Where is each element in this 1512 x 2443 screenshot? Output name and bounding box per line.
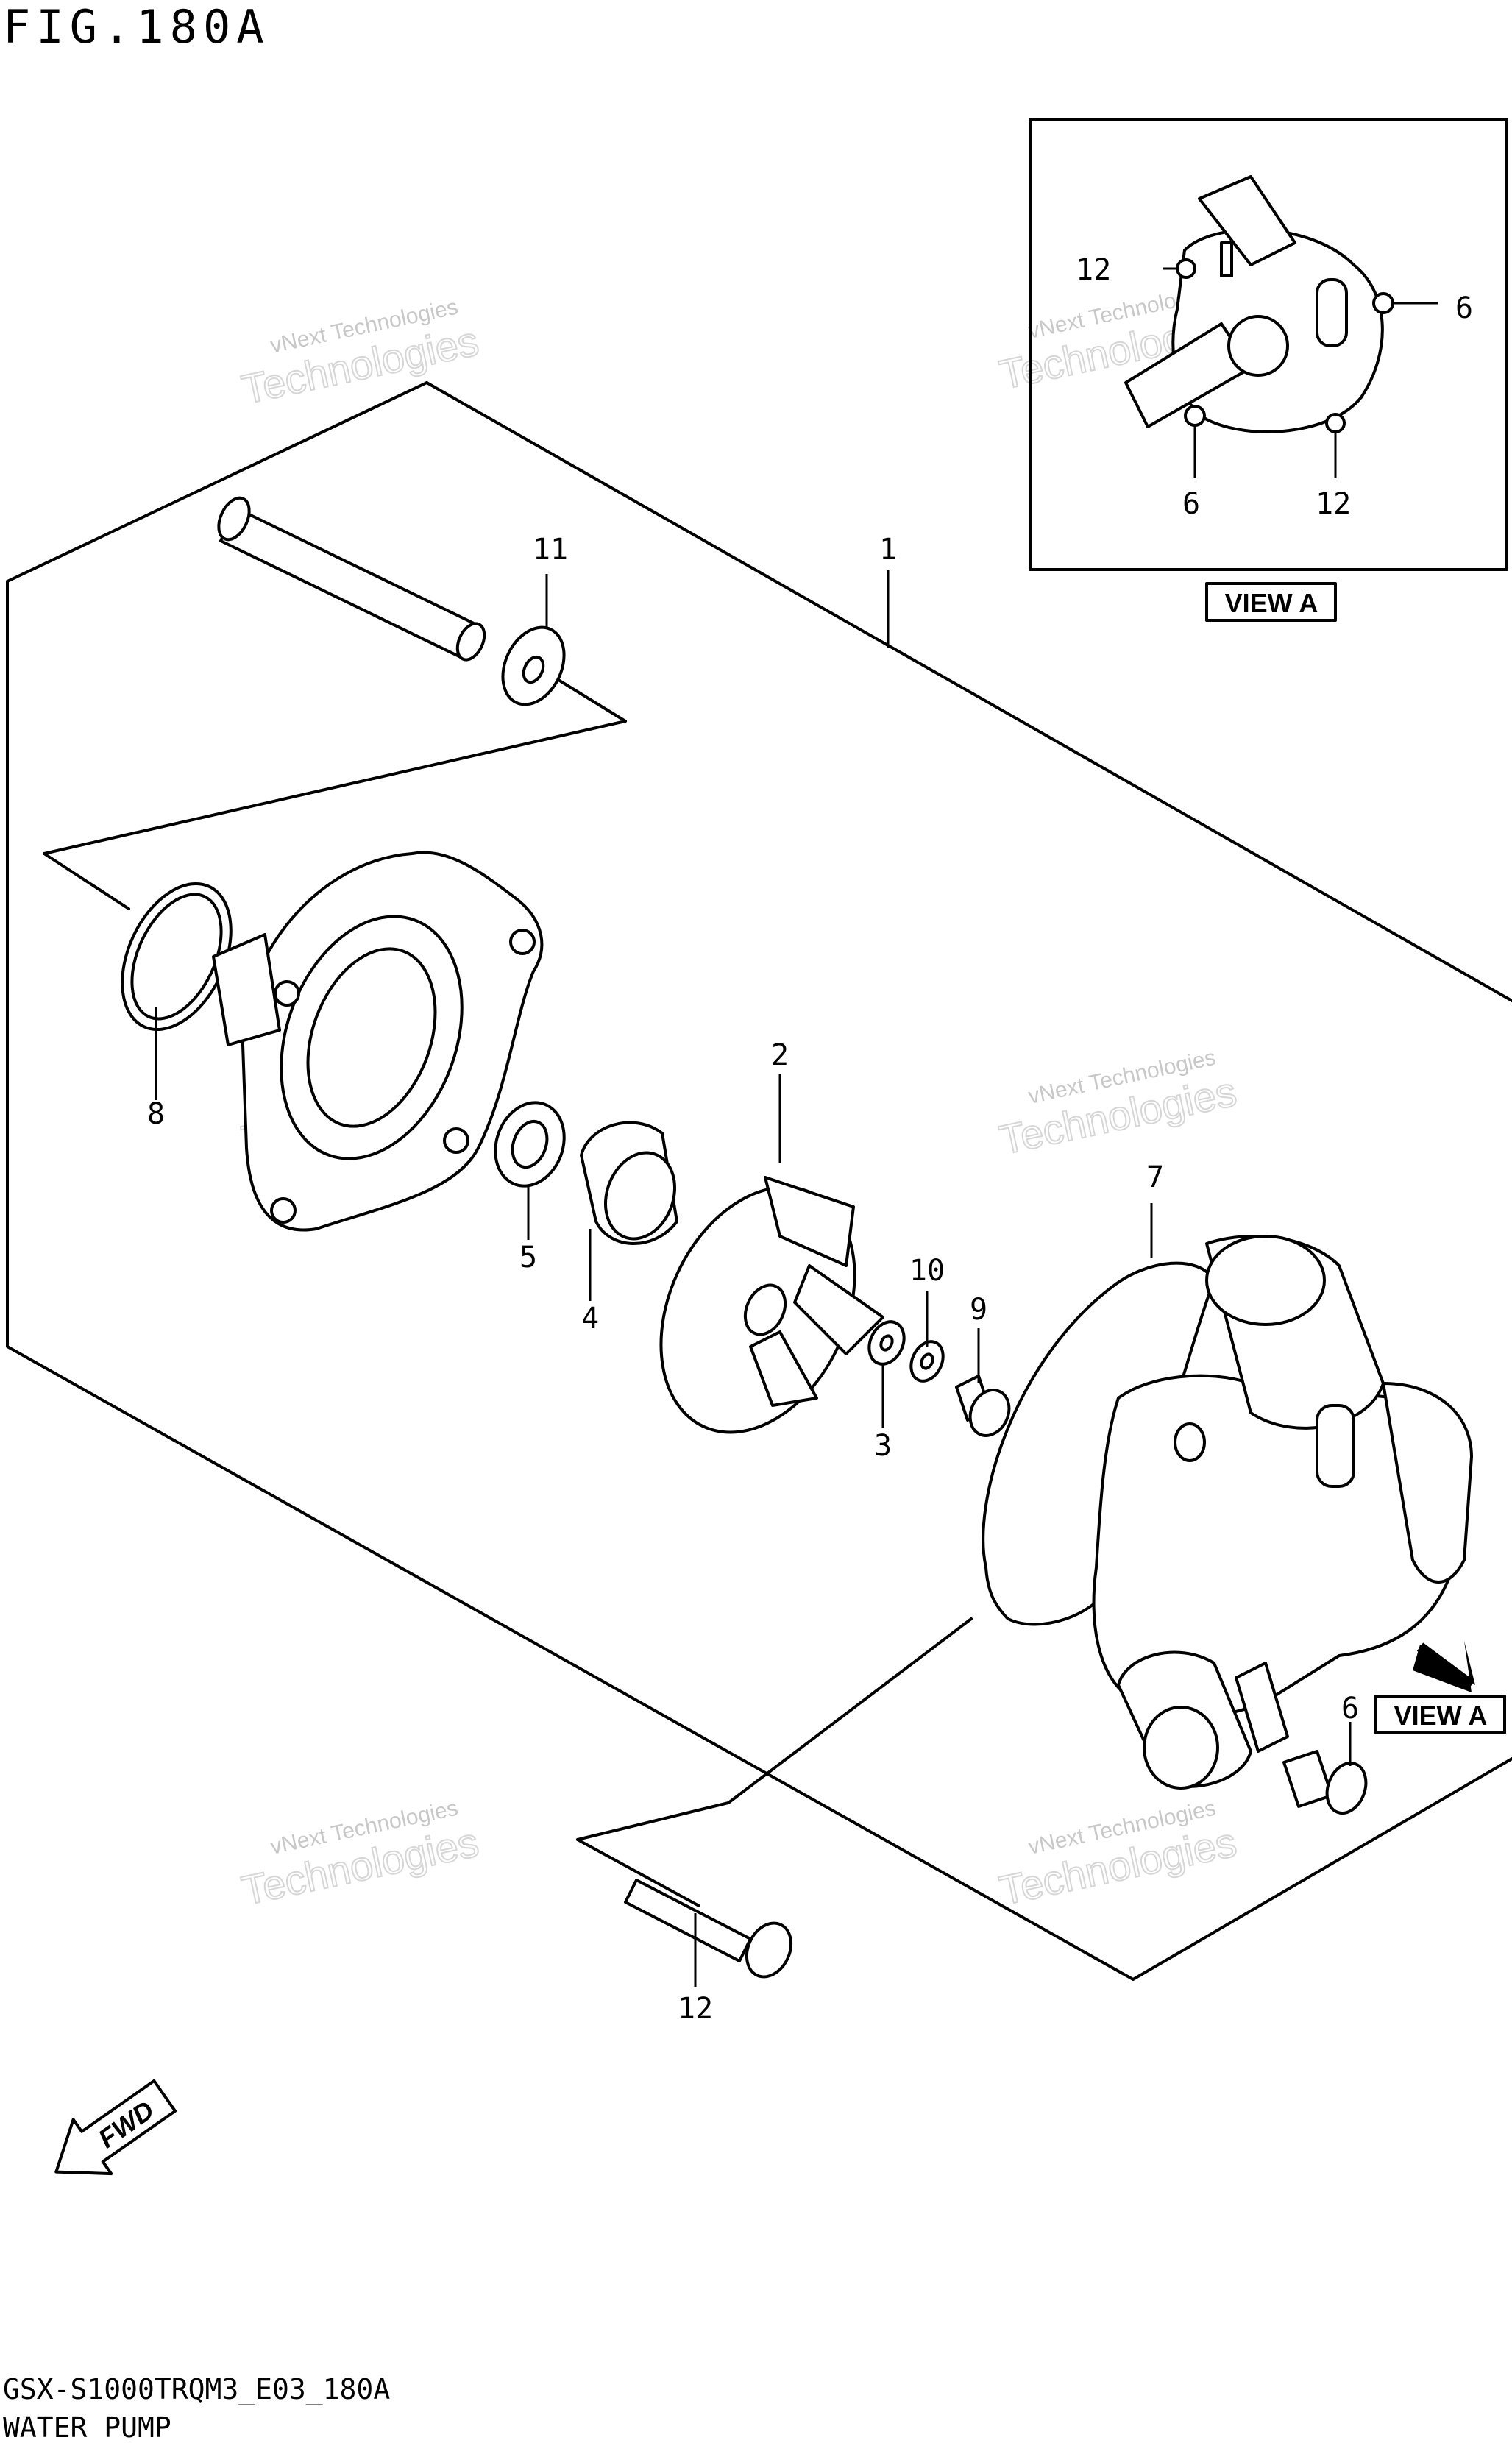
callout-12: 12 (1316, 487, 1351, 521)
callout-11: 11 (533, 533, 568, 567)
callout-6: 6 (1182, 487, 1200, 521)
leader-lines (155, 570, 1352, 1987)
inset-hose-outlet-top (1198, 175, 1296, 266)
callout-4: 4 (581, 1302, 599, 1336)
page-code: GSX-S1000TRQM3_E03_180A (3, 2373, 390, 2406)
svg-text:VIEW A: VIEW A (1225, 588, 1318, 618)
watermark: vNext Technologies Technologies (237, 1796, 483, 1915)
callout-12: 12 (1076, 253, 1111, 287)
svg-text:VIEW A: VIEW A (1394, 1701, 1488, 1731)
assembly-outline (6, 381, 1512, 1981)
bolt-9 (955, 1375, 1011, 1437)
washer-11 (501, 625, 566, 706)
washer-10 (909, 1340, 945, 1383)
callout-10: 10 (909, 1254, 945, 1288)
fwd-arrow: FWD (54, 2079, 177, 2176)
bolt-12 (624, 1879, 793, 1979)
callout-9: 9 (970, 1293, 987, 1327)
shaft (217, 496, 486, 662)
callout-3: 3 (874, 1429, 892, 1463)
callout-6: 6 (1455, 291, 1473, 325)
callout-6: 6 (1341, 1692, 1359, 1726)
figure-id: FIG.180A (3, 0, 270, 54)
mechanical-seal (580, 1121, 678, 1245)
bearing (494, 1101, 566, 1188)
watermark: vNext Technologies Technologies (995, 1046, 1241, 1164)
washer-3 (867, 1320, 906, 1366)
watermark: vNext Technologies Technologies (995, 1796, 1241, 1915)
pump-cover (1092, 1235, 1473, 1790)
impeller (659, 1176, 884, 1434)
gasket (982, 1261, 1215, 1626)
callout-1: 1 (879, 533, 897, 567)
callout-2: 2 (771, 1038, 789, 1072)
section-title: WATER PUMP (3, 2411, 171, 2443)
callout-8: 8 (147, 1097, 165, 1131)
view-a-label-top: VIEW A (1205, 582, 1337, 622)
o-ring (121, 882, 233, 1032)
view-a-inset: 12 6 6 12 (1029, 118, 1508, 571)
bolt-6 (1282, 1750, 1368, 1815)
callout-5: 5 (519, 1241, 537, 1274)
view-a-arrow (1413, 1641, 1475, 1692)
view-a-label-bottom: VIEW A (1374, 1695, 1506, 1734)
callout-7: 7 (1146, 1160, 1164, 1194)
pump-body (212, 851, 544, 1232)
callout-12: 12 (678, 1992, 713, 2026)
